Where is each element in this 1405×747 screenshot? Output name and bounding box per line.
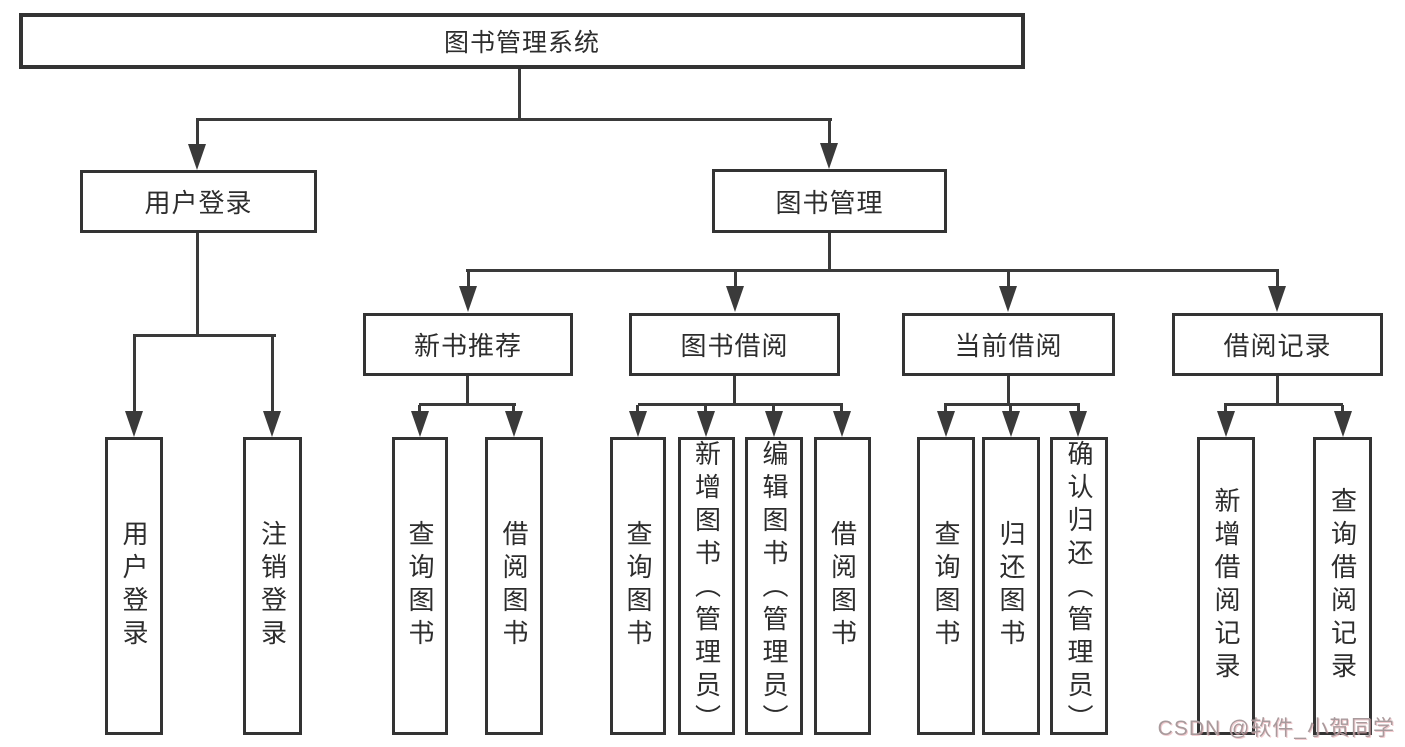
connector-line	[1276, 272, 1279, 288]
arrowhead-down-icon	[411, 411, 429, 437]
arrowhead-down-icon	[459, 286, 477, 312]
csdn-watermark: CSDN @软件_小贺同学	[1157, 717, 1395, 740]
node-current-borrowing: 当前借阅	[902, 313, 1115, 376]
node-label: 用户登录	[119, 520, 149, 652]
arrowhead-down-icon	[1217, 411, 1235, 437]
node-label: 确认归还（管理员）	[1064, 440, 1094, 737]
node-label: 新书推荐	[413, 331, 522, 361]
node-query-books-recommend: 查询图书	[392, 437, 448, 735]
arrowhead-down-icon	[188, 144, 206, 170]
node-book-management: 图书管理	[712, 169, 947, 233]
connector-line	[196, 118, 832, 121]
arrowhead-down-icon	[937, 411, 955, 437]
connector-line	[840, 405, 843, 415]
node-return-book: 归还图书	[982, 437, 1040, 735]
connector-line	[1007, 272, 1010, 288]
connector-line	[419, 403, 516, 406]
node-label: 新增图书（管理员）	[691, 440, 722, 737]
node-label: 当前借阅	[954, 331, 1063, 361]
arrowhead-down-icon	[820, 143, 838, 169]
connector-line	[418, 405, 421, 415]
connector-line	[734, 272, 737, 288]
arrowhead-down-icon	[999, 286, 1017, 312]
node-new-book-recommendation: 新书推荐	[363, 313, 573, 376]
node-label: 编辑图书（管理员）	[759, 440, 789, 737]
connector-line	[133, 336, 136, 412]
connector-line	[512, 405, 515, 415]
node-label: 图书借阅	[680, 331, 789, 361]
arrowhead-down-icon	[1334, 411, 1352, 437]
node-label: 归还图书	[996, 520, 1026, 652]
node-label: 查询图书	[405, 520, 435, 652]
node-borrow-books-recommend: 借阅图书	[485, 437, 543, 735]
node-add-book-admin: 新增图书（管理员）	[678, 437, 735, 737]
connector-line	[1341, 405, 1344, 415]
connector-line	[1224, 403, 1343, 406]
arrowhead-down-icon	[697, 411, 715, 437]
connector-line	[1007, 376, 1010, 405]
connector-line	[828, 120, 831, 146]
connector-line	[733, 376, 736, 405]
connector-line	[196, 233, 199, 336]
arrowhead-down-icon	[505, 411, 523, 437]
arrowhead-down-icon	[726, 286, 744, 312]
connector-line	[1276, 376, 1279, 405]
connector-line	[636, 405, 639, 415]
node-label: 查询图书	[623, 520, 653, 652]
node-label: 新增借阅记录	[1211, 487, 1241, 685]
connector-line	[466, 269, 1279, 272]
connector-line	[133, 334, 276, 337]
connector-line	[1009, 405, 1012, 415]
connector-line	[271, 336, 274, 412]
connector-line	[828, 233, 831, 272]
arrowhead-down-icon	[263, 411, 281, 437]
arrowhead-down-icon	[765, 411, 783, 437]
node-user-login: 用户登录	[80, 170, 317, 233]
node-library-management-system: 图书管理系统	[19, 13, 1025, 69]
connector-line	[944, 405, 947, 415]
connector-line	[466, 376, 469, 405]
node-add-borrow-record: 新增借阅记录	[1197, 437, 1255, 735]
node-label: 图书管理系统	[443, 29, 600, 57]
connector-line	[772, 405, 775, 415]
node-confirm-return-admin: 确认归还（管理员）	[1050, 437, 1108, 737]
node-label: 用户登录	[144, 188, 253, 218]
node-label: 图书管理	[775, 187, 884, 218]
node-query-books-borrowing: 查询图书	[610, 437, 666, 735]
connector-line	[1077, 405, 1080, 415]
node-label: 查询借阅记录	[1327, 487, 1358, 685]
connector-line	[196, 120, 199, 146]
node-label: 注销登录	[257, 520, 288, 652]
node-borrowing-records: 借阅记录	[1172, 313, 1383, 376]
arrowhead-down-icon	[1268, 286, 1286, 312]
node-book-borrowing: 图书借阅	[629, 313, 840, 376]
node-edit-book-admin: 编辑图书（管理员）	[745, 437, 803, 737]
arrowhead-down-icon	[1069, 411, 1087, 437]
node-label: 借阅记录	[1223, 331, 1332, 361]
node-user-login-action: 用户登录	[105, 437, 163, 735]
node-label: 查询图书	[931, 520, 961, 652]
connector-line	[467, 272, 470, 288]
node-query-books-current: 查询图书	[917, 437, 975, 735]
node-logout: 注销登录	[243, 437, 302, 735]
node-label: 借阅图书	[827, 520, 858, 652]
node-query-borrow-record: 查询借阅记录	[1313, 437, 1372, 735]
arrowhead-down-icon	[629, 411, 647, 437]
arrowhead-down-icon	[833, 411, 851, 437]
arrowhead-down-icon	[1002, 411, 1020, 437]
connector-line	[518, 69, 521, 120]
connector-line	[704, 405, 707, 415]
arrowhead-down-icon	[125, 411, 143, 437]
node-label: 借阅图书	[499, 520, 529, 652]
connector-line	[638, 403, 843, 406]
connector-line	[1224, 405, 1227, 415]
connector-line	[944, 403, 1080, 406]
node-borrow-books: 借阅图书	[814, 437, 871, 735]
